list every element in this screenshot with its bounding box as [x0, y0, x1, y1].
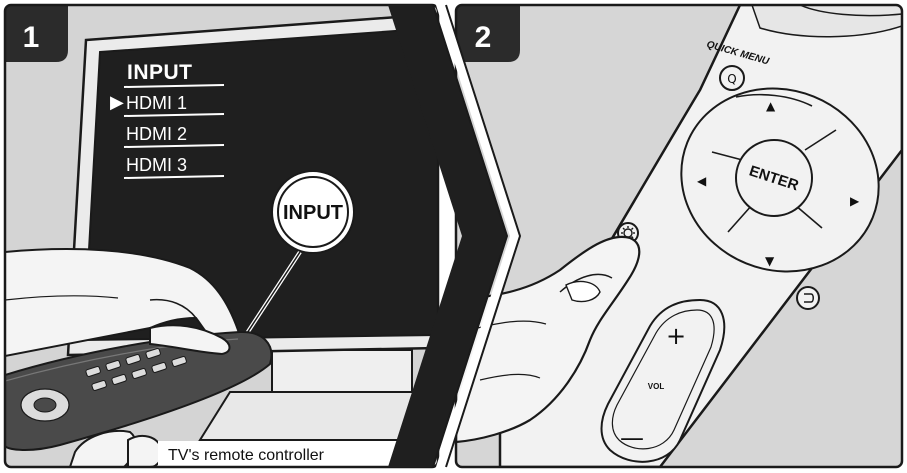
menu-item-hdmi-1: HDMI 1 [126, 93, 187, 113]
vol-label: VOL [648, 382, 665, 391]
cursor-right-icon: ▶ [850, 194, 860, 208]
tv-stand [198, 349, 438, 441]
volume-rocker[interactable]: + VOL — [600, 298, 726, 463]
step-1-number: 1 [23, 21, 40, 54]
hand-pressing-setup [456, 235, 641, 444]
step-2-badge: 2 [456, 5, 520, 62]
hand-with-tv-remote [5, 248, 273, 467]
quick-menu-button[interactable]: Q [719, 65, 745, 91]
cursor-down-icon: ▼ [765, 254, 775, 268]
cursor-up-icon: ▲ [766, 99, 776, 113]
menu-item-hdmi-3: HDMI 3 [126, 155, 187, 175]
selection-marker-icon: ▶ [110, 92, 124, 112]
menu-item-hdmi-2: HDMI 2 [126, 124, 187, 144]
tv-input-menu: INPUT ▶ HDMI 1 HDMI 2 HDMI 3 [110, 61, 225, 179]
step-1-panel: INPUT ▶ HDMI 1 HDMI 2 HDMI 3 INPUT [5, 5, 438, 467]
vol-plus-icon: + [666, 322, 686, 350]
vol-minus-icon: — [620, 424, 644, 452]
panel-2-frame [454, 3, 904, 469]
caption-tv-remote: TV's remote controller [168, 447, 325, 464]
return-icon [804, 293, 814, 303]
step-2-panel: QUICK MENU Q ▲ ◀ ▶ ▼ ENTER [456, 5, 902, 467]
step-2-number: 2 [475, 21, 492, 54]
panel-1-frame [3, 3, 440, 469]
return-button[interactable] [796, 286, 820, 310]
enter-button[interactable]: ENTER [735, 139, 813, 217]
step-1-badge: 1 [5, 5, 68, 62]
cursor-left-icon: ◀ [697, 174, 707, 188]
callout-input-label: INPUT [283, 202, 343, 224]
menu-title: INPUT [127, 61, 193, 84]
step-arrow [388, 4, 522, 468]
q-button-label: Q [727, 72, 736, 86]
